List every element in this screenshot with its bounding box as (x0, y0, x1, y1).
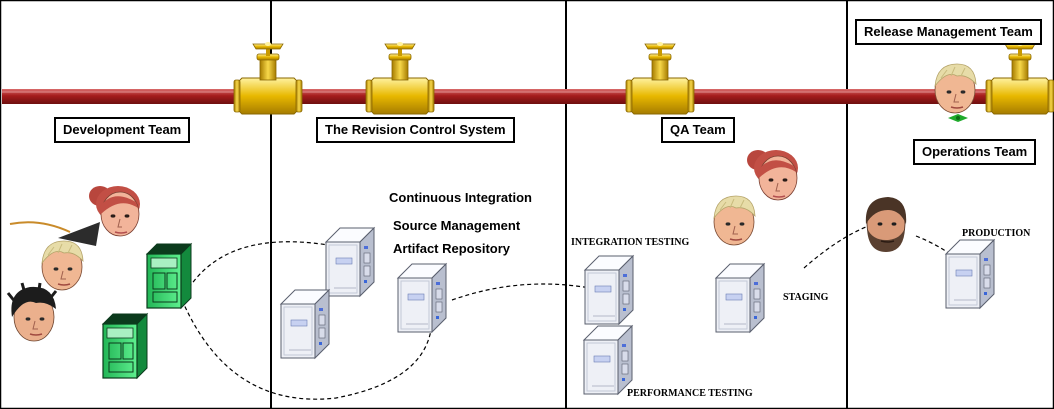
server-icon (945, 239, 995, 309)
valve-icon (625, 41, 695, 115)
valve-icon (985, 41, 1054, 115)
lane-label-development: Development Team (54, 117, 191, 143)
lane-label-release-management: Release Management Team (855, 19, 1042, 45)
lane-label-operations: Operations Team (913, 139, 1037, 165)
server-icon (325, 227, 375, 297)
valve-icon (233, 41, 303, 115)
ci-caption: Continuous Integration (389, 190, 532, 205)
person-head-icon (865, 196, 907, 253)
person-head-icon (746, 149, 799, 201)
server-icon (280, 289, 330, 359)
server-icon (146, 243, 192, 309)
person-head-icon (934, 63, 977, 122)
server-icon (102, 313, 148, 379)
valve-icon (365, 41, 435, 115)
staging-caption: STAGING (783, 292, 829, 303)
artifact-repository-caption: Artifact Repository (393, 241, 511, 256)
person-head-icon (713, 195, 756, 246)
lane-label-revision-control: The Revision Control System (316, 117, 515, 143)
lane-label-qa: QA Team (661, 117, 735, 143)
integration-testing-caption: INTEGRATION TESTING (571, 237, 690, 248)
server-icon (397, 263, 447, 333)
source-management-caption: Source Management (393, 218, 521, 233)
server-icon (715, 263, 765, 333)
server-icon (584, 255, 634, 325)
server-icon (583, 325, 633, 395)
person-head-icon (9, 221, 100, 291)
production-caption: PRODUCTION (962, 228, 1031, 239)
pipeline-icon (2, 89, 1052, 104)
person-head-icon (6, 281, 58, 343)
performance-testing-caption: PERFORMANCE TESTING (627, 388, 753, 399)
